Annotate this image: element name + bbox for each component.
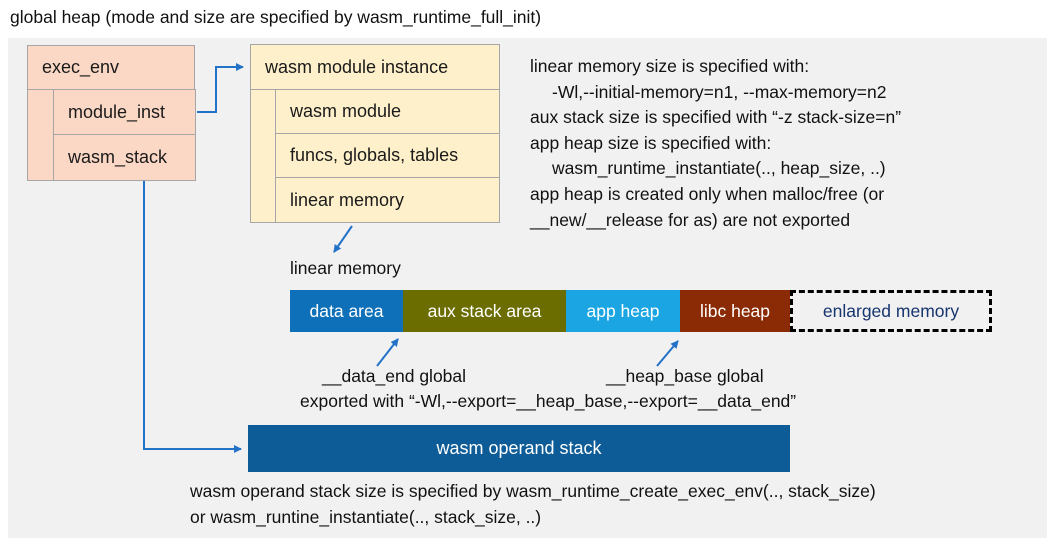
module-instance-row-funcs-globals-tables: funcs, globals, tables bbox=[275, 133, 500, 178]
exec-env-header-label: exec_env bbox=[42, 57, 120, 77]
diagram-title: global heap (mode and size are specified… bbox=[10, 7, 542, 27]
module-inst-label: module_inst bbox=[68, 101, 166, 122]
segment-libc-heap-label: libc heap bbox=[699, 300, 771, 321]
module-instance-row-wasm-module: wasm module bbox=[275, 89, 500, 134]
annotation-data-end-global: __data_end global bbox=[322, 366, 467, 386]
note-line: or wasm_runtine_instantiate(.., stack_si… bbox=[190, 506, 542, 527]
segment-enlarged-memory: enlarged memory bbox=[790, 290, 992, 332]
exec-env-row-module-inst: module_inst bbox=[53, 89, 196, 135]
exec-env-row-wasm-stack: wasm_stack bbox=[53, 134, 196, 181]
funcs-globals-tables-label: funcs, globals, tables bbox=[290, 145, 459, 165]
segment-data-area: data area bbox=[290, 290, 403, 332]
annotation-heap-base-global: __heap_base global bbox=[606, 366, 764, 386]
module-instance-row-linear-memory: linear memory bbox=[275, 177, 500, 223]
note-line: wasm operand stack size is specified by … bbox=[190, 481, 876, 501]
note-line: app heap size is specified with: bbox=[530, 132, 772, 153]
exec-env-spine bbox=[27, 89, 54, 181]
module-instance-header-label: wasm module instance bbox=[265, 56, 449, 77]
module-instance-spine bbox=[250, 89, 276, 223]
wasm-operand-stack-label: wasm operand stack bbox=[436, 438, 602, 458]
segment-libc-heap: libc heap bbox=[680, 290, 790, 332]
note-line: app heap is created only when malloc/fre… bbox=[530, 183, 885, 204]
module-instance-header: wasm module instance bbox=[250, 44, 500, 90]
exec-env-header: exec_env bbox=[27, 45, 195, 90]
segment-enlarged-memory-label: enlarged memory bbox=[822, 300, 960, 321]
segment-app-heap: app heap bbox=[566, 290, 680, 332]
note-line: aux stack size is specified with “-z sta… bbox=[530, 107, 902, 128]
linear-memory-row-label: linear memory bbox=[290, 189, 405, 210]
segment-aux-stack-area-label: aux stack area bbox=[427, 300, 542, 321]
segment-app-heap-label: app heap bbox=[586, 300, 660, 321]
segment-aux-stack-area: aux stack area bbox=[403, 290, 566, 332]
notes-bottom: wasm operand stack size is specified by … bbox=[190, 479, 876, 530]
note-line: __new/__release for as) are not exported bbox=[530, 209, 851, 230]
note-line: -Wl,--initial-memory=n1, --max-memory=n2 bbox=[552, 81, 887, 102]
note-line: wasm_runtime_instantiate(.., heap_size, … bbox=[552, 158, 886, 179]
note-line: linear memory size is specified with: bbox=[530, 56, 810, 76]
wasm-stack-label: wasm_stack bbox=[68, 147, 168, 167]
wasm-operand-stack-bar: wasm operand stack bbox=[248, 425, 790, 472]
annotation-exported-with: exported with “-Wl,--export=__heap_base,… bbox=[300, 391, 797, 411]
segment-data-area-label: data area bbox=[309, 300, 384, 321]
notes-right: linear memory size is specified with: -W… bbox=[530, 54, 901, 233]
wasm-module-label: wasm module bbox=[290, 101, 402, 121]
linear-memory-bar-title: linear memory bbox=[290, 258, 401, 278]
